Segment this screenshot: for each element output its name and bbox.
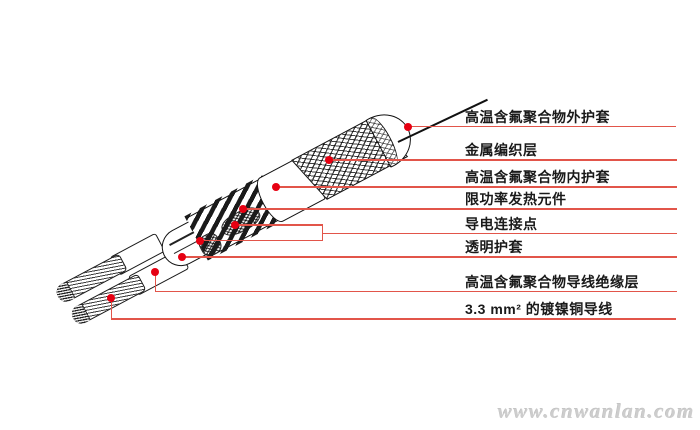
leader-dot-inner-jacket — [272, 182, 280, 191]
leader-dot-connection-lower — [196, 236, 204, 245]
label-heating-element: 限功率发热元件 — [465, 191, 567, 207]
label-wire-insulation: 高温含氟聚合物导线绝缘层 — [465, 274, 639, 290]
leader-line-inner-jacket — [276, 186, 677, 188]
label-outer-jacket: 高温含氟聚合物外护套 — [465, 109, 610, 125]
leader-dot-transparent-jacket — [178, 253, 186, 261]
leader-elbow-wire-insulation — [154, 271, 157, 291]
leader-line-conductor — [111, 318, 676, 320]
leader-dot-connection-upper — [231, 220, 239, 229]
leader-line-heating-element — [243, 208, 677, 210]
leader-line-connection-upper — [235, 224, 323, 226]
leader-dot-outer-jacket — [404, 122, 412, 131]
leader-line-wire-insulation — [155, 290, 677, 293]
leader-line-outer-jacket — [408, 125, 676, 128]
leader-dot-heating-element — [239, 204, 247, 213]
leader-elbow-conductor — [110, 297, 113, 319]
leader-dot-metal-braid — [325, 155, 333, 164]
label-copper-conductor: 3.3 mm² 的镀镍铜导线 — [465, 301, 613, 317]
leader-line-connection-lower — [200, 239, 323, 242]
leader-line-connection-main — [322, 232, 677, 235]
label-inner-jacket: 高温含氟聚合物内护套 — [465, 169, 610, 185]
leader-line-metal-braid — [329, 159, 677, 161]
watermark: www.cnwanlan.com — [497, 399, 695, 423]
leader-line-transparent-jacket — [182, 256, 677, 258]
leader-dot-conductor — [107, 293, 115, 302]
label-transparent-jacket: 透明护套 — [465, 239, 523, 255]
leader-dot-wire-insulation — [151, 267, 159, 276]
label-metal-braid: 金属编织层 — [465, 142, 538, 158]
label-connection-point: 导电连接点 — [465, 216, 538, 232]
